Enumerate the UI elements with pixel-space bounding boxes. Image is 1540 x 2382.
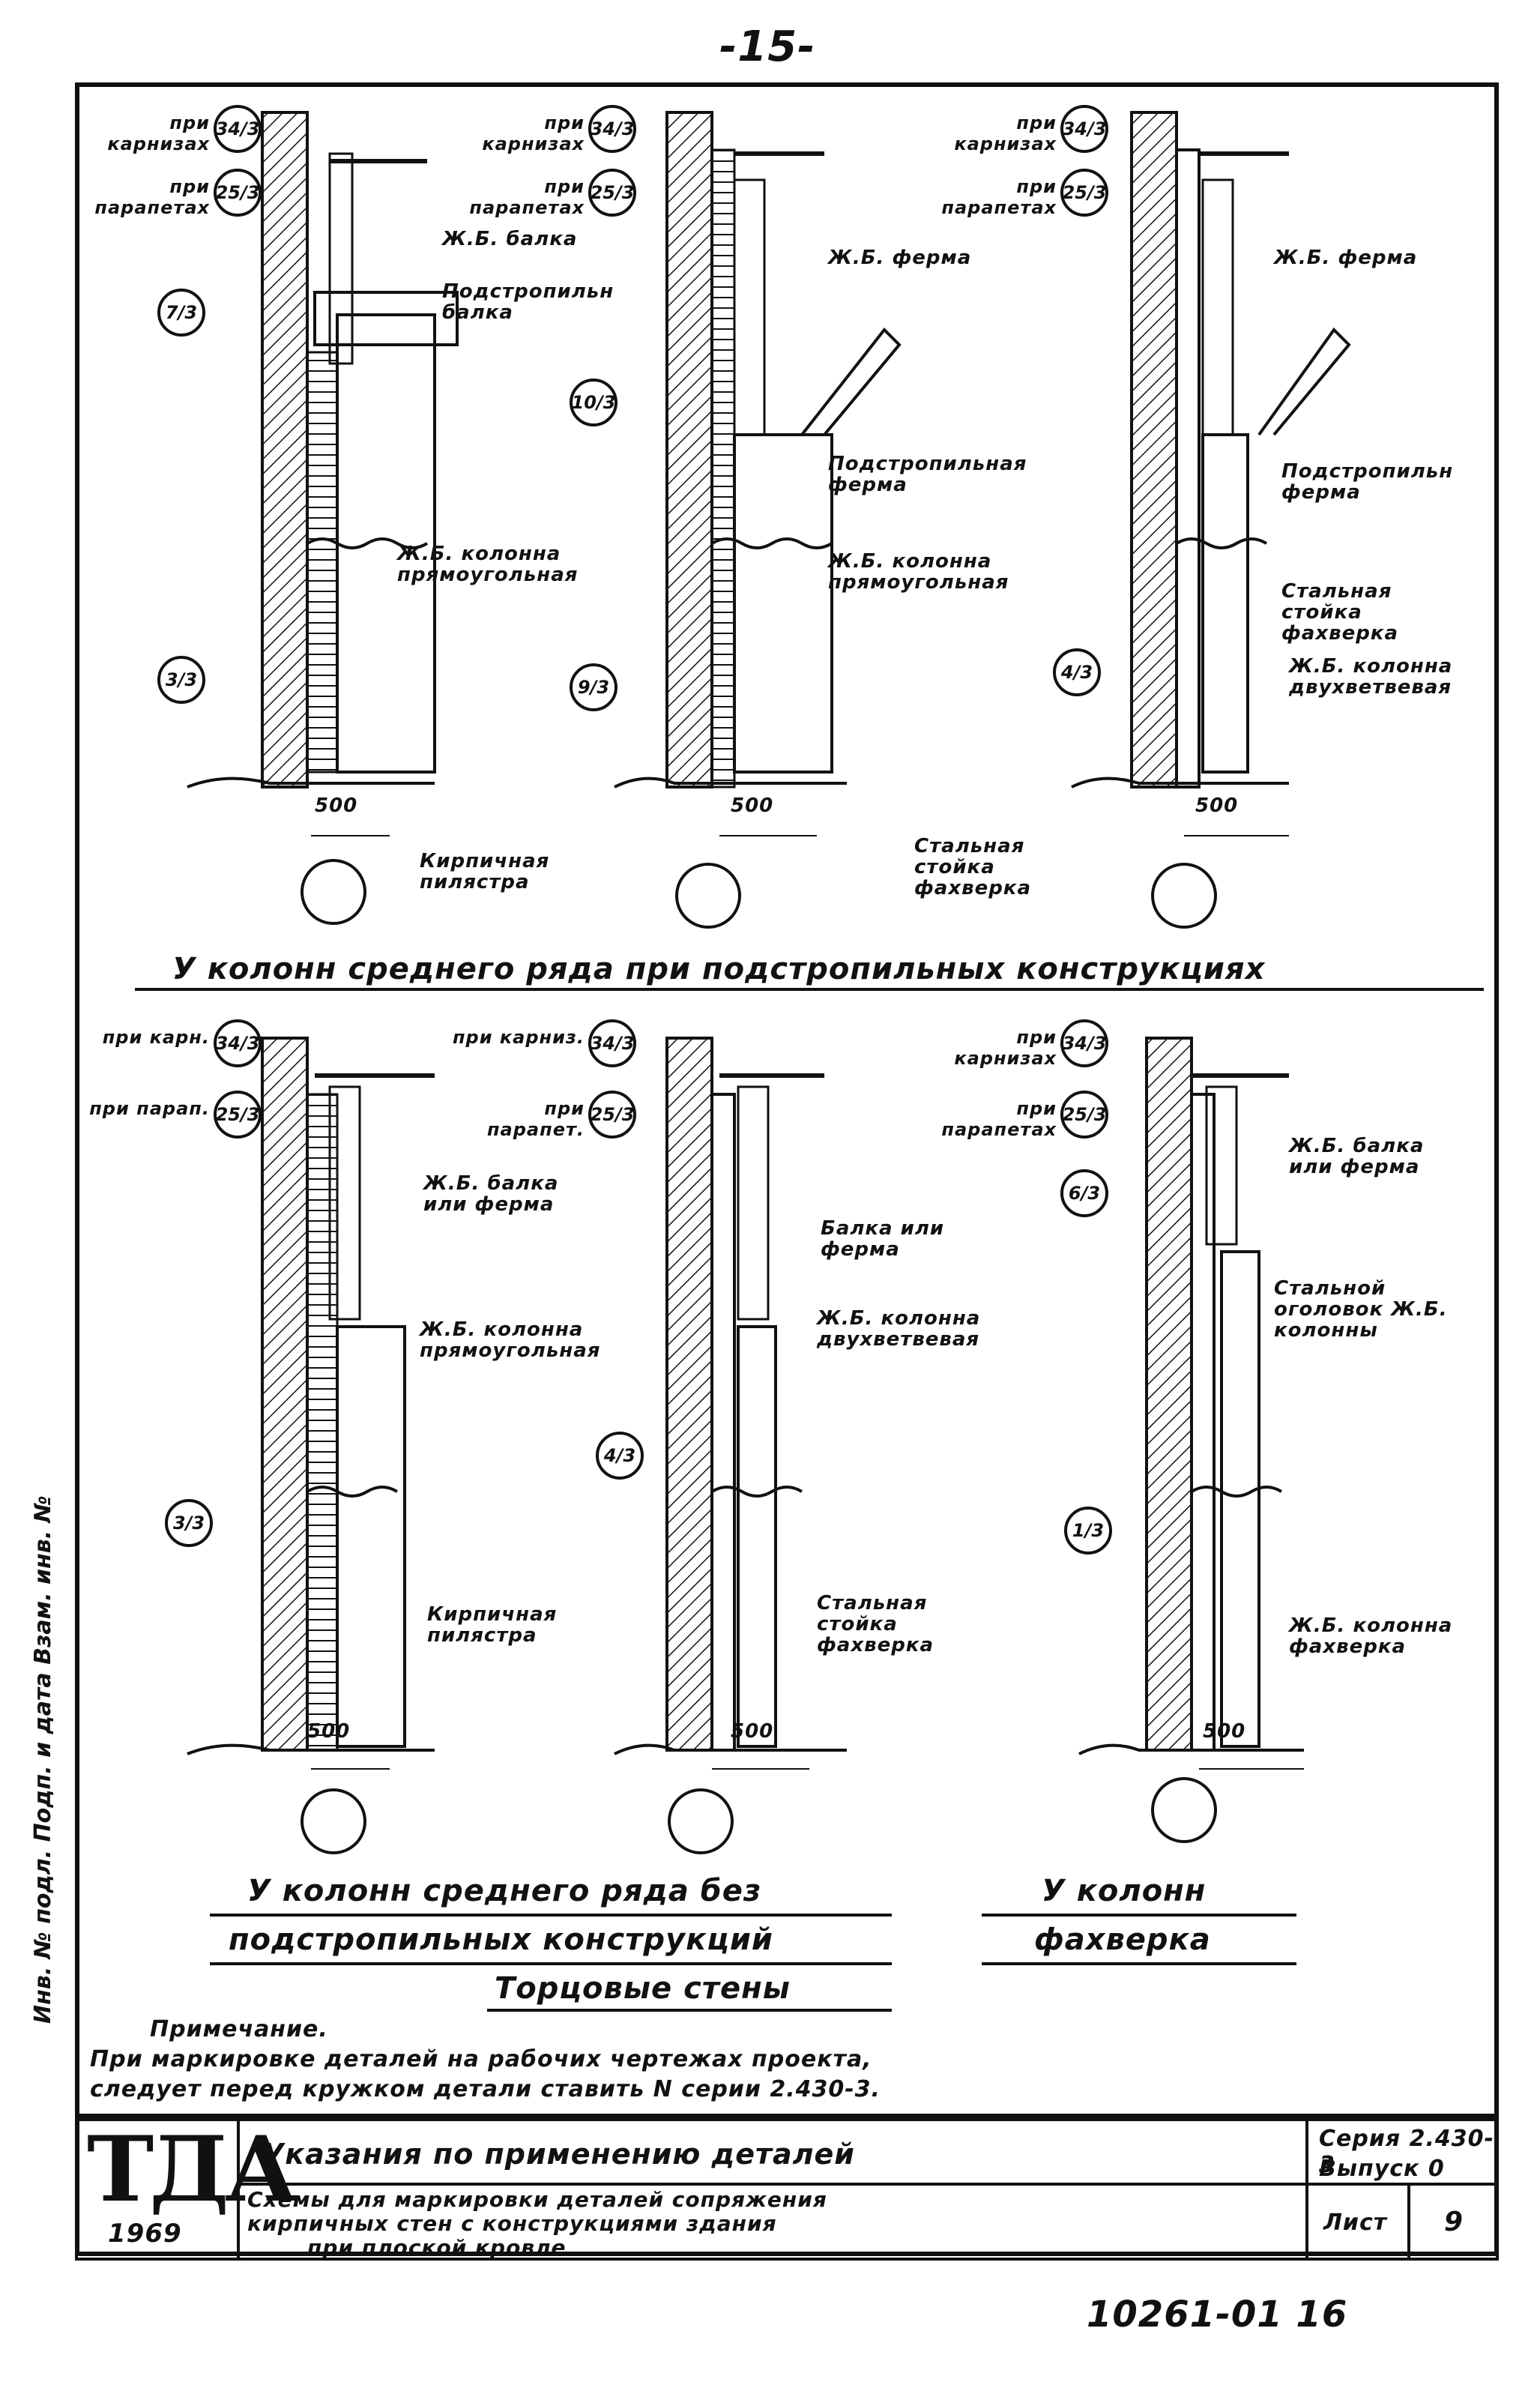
note-line-1: При маркировке деталей на рабочих чертеж… — [90, 2046, 872, 2072]
bottom-p3-dimension: 500 — [1203, 1720, 1246, 1743]
top-panel-3-drawing — [1071, 111, 1351, 929]
bottom-p3-ref-2: 1/3 — [1064, 1507, 1112, 1555]
bottom-p3-label-1: Ж.Б. балка или ферма — [1289, 1135, 1425, 1178]
top-p1-label-3: Ж.Б. колонна прямоугольная — [397, 543, 579, 586]
bottom-p1-ref-1: 3/3 — [165, 1499, 213, 1547]
top-p2-label-1: Ж.Б. ферма — [828, 247, 972, 269]
top-p1-label-1: Ж.Б. балка — [442, 228, 578, 250]
title-block-title-cell: Указания по применению деталей — [237, 2118, 1308, 2186]
bottom-p1-dimension: 500 — [307, 1720, 351, 1743]
top-p1-label-2: Подстропильн балка — [442, 280, 615, 324]
note-line-2: следует перед кружком детали ставить N с… — [90, 2076, 881, 2102]
bottom-panel-1-drawing — [187, 1037, 435, 1854]
top-p3-mark-2: при парапетах — [941, 176, 1057, 218]
title-block-subtitle-cell: Схемы для маркировки деталей сопряжения … — [237, 2183, 1308, 2261]
bottom-p3-mark-2-ref: 25/3 — [1060, 1091, 1108, 1139]
top-p1-mark-2-ref: 25/3 — [214, 169, 262, 217]
title-block-sheet-label: Лист — [1323, 2210, 1388, 2236]
bottom-p2-label-2: Ж.Б. колонна двухветвевая — [817, 1307, 981, 1351]
bottom-p1-label-3: Кирпичная пилястра — [427, 1603, 558, 1647]
bottom-caption-right-2: фахверка — [1034, 1923, 1211, 1957]
bottom-p2-label-1: Балка или ферма — [821, 1217, 945, 1261]
bottom-p1-label-2: Ж.Б. колонна прямоугольная — [420, 1318, 601, 1362]
title-block-series-cell: Серия 2.430-3 Выпуск 0 — [1305, 2118, 1499, 2186]
bottom-p2-ref-1: 4/3 — [596, 1432, 644, 1480]
top-p3-mark-1-ref: 34/3 — [1060, 105, 1108, 153]
top-p3-mark-2-ref: 25/3 — [1060, 169, 1108, 217]
bottom-p2-mark-2: при парапет. — [486, 1098, 585, 1140]
bottom-p1-mark-1-ref: 34/3 — [214, 1019, 262, 1067]
title-block-series: Серия 2.430-3 — [1319, 2126, 1494, 2178]
bottom-p2-mark-2-ref: 25/3 — [588, 1091, 636, 1139]
top-p2-dimension: 500 — [731, 794, 774, 817]
title-block-issue: Выпуск 0 — [1319, 2156, 1445, 2182]
top-p1-dimension: 500 — [315, 794, 358, 817]
top-p3-ref-1: 4/3 — [1053, 648, 1101, 696]
bottom-p2-mark-1: при карниз. — [452, 1027, 585, 1048]
title-block-subtitle-2: кирпичных стен с конструкциями здания — [247, 2211, 777, 2236]
top-p2-mark-1: при карнизах — [482, 112, 585, 154]
title-block-year: 1969 — [108, 2219, 182, 2249]
top-p1-mark-1: при карнизах — [107, 112, 210, 154]
bottom-p3-mark-1-ref: 34/3 — [1060, 1019, 1108, 1067]
title-block-subtitle-1: Схемы для маркировки деталей сопряжения — [247, 2187, 827, 2212]
bottom-p1-mark-2: при парап. — [89, 1098, 210, 1119]
bottom-caption-left-2: подстропильных конструкций — [229, 1923, 773, 1957]
top-p2-mark-1-ref: 34/3 — [588, 105, 636, 153]
top-p1-ref-2: 3/3 — [157, 656, 205, 704]
top-panel-1-drawing — [187, 111, 459, 925]
top-p3-label-4: Ж.Б. колонна двухветвевая — [1289, 655, 1453, 699]
bottom-p3-mark-1: при карнизах — [954, 1027, 1057, 1069]
bottom-p2-label-3: Стальная стойка фахверка — [817, 1592, 934, 1656]
top-p1-ref-1: 7/3 — [157, 289, 205, 337]
note-heading: Примечание. — [150, 2016, 328, 2042]
top-p1-mark-2: при парапетах — [94, 176, 210, 218]
footer-code: 10261-01 16 — [1087, 2294, 1348, 2336]
drawing-frame — [75, 82, 1499, 2256]
title-block: ТДА 1969 Указания по применению деталей … — [75, 2114, 1499, 2261]
top-p3-label-3: Стальная стойка фахверка — [1281, 580, 1399, 645]
top-p3-dimension: 500 — [1195, 794, 1239, 817]
bottom-p3-mark-2: при парапетах — [941, 1098, 1057, 1140]
bottom-caption-right-1: У колонн — [1042, 1874, 1207, 1908]
center-caption-underline — [487, 2009, 892, 2012]
title-block-logo-cell: ТДА 1969 — [75, 2117, 298, 2261]
top-p3-label-2: Подстропильн ферма — [1281, 460, 1454, 504]
title-block-title: Указания по применению деталей — [262, 2138, 855, 2171]
page-number: -15- — [719, 22, 816, 71]
top-section-caption: У колонн среднего ряда при подстропильны… — [172, 952, 1266, 986]
top-p3-mark-1: при карнизах — [954, 112, 1057, 154]
top-p1-label-4: Кирпичная пилястра — [420, 850, 550, 893]
top-p2-mark-2: при парапетах — [469, 176, 585, 218]
top-p2-label-3: Ж.Б. колонна прямоугольная — [828, 550, 1009, 594]
top-panel-2-drawing — [614, 111, 902, 929]
tda-logo: ТДА — [87, 2117, 298, 2222]
title-block-sheet-label-cell: Лист — [1305, 2183, 1410, 2261]
top-p3-label-5: Стальная стойка фахверка — [914, 835, 1032, 899]
detail-drawings — [135, 111, 1484, 1965]
bottom-p2-dimension: 500 — [731, 1720, 774, 1743]
top-p3-label-1: Ж.Б. ферма — [1274, 247, 1418, 269]
top-p1-mark-1-ref: 34/3 — [214, 105, 262, 153]
top-p2-label-2: Подстропильная ферма — [828, 453, 1027, 496]
title-block-subtitle-3: при плоской кровле — [307, 2235, 567, 2260]
bottom-p3-label-2: Стальной оголовок Ж.Б. колонны — [1274, 1277, 1448, 1342]
title-block-sheet-number-cell: 9 — [1407, 2183, 1499, 2261]
bottom-p1-mark-2-ref: 25/3 — [214, 1091, 262, 1139]
bottom-p3-label-3: Ж.Б. колонна фахверка — [1289, 1614, 1453, 1658]
bottom-caption-left-1: У колонн среднего ряда без — [247, 1874, 762, 1908]
bottom-panel-3-drawing — [1078, 1037, 1304, 1843]
top-p2-ref-1: 10/3 — [570, 379, 617, 426]
bottom-panel-2-drawing — [614, 1037, 847, 1854]
title-block-sheet-number: 9 — [1444, 2207, 1464, 2237]
bottom-caption-center: Торцовые стены — [495, 1971, 791, 2006]
bottom-p1-label-1: Ж.Б. балка или ферма — [423, 1172, 559, 1216]
bottom-p3-ref-1: 6/3 — [1060, 1169, 1108, 1217]
bottom-p1-mark-1: при карн. — [102, 1027, 210, 1048]
top-p2-mark-2-ref: 25/3 — [588, 169, 636, 217]
sidebar-stamp-text: Инв. № подл. Подп. и дата Взам. инв. № — [30, 1495, 56, 2024]
top-p2-ref-2: 9/3 — [570, 663, 617, 711]
bottom-p2-mark-1-ref: 34/3 — [588, 1019, 636, 1067]
